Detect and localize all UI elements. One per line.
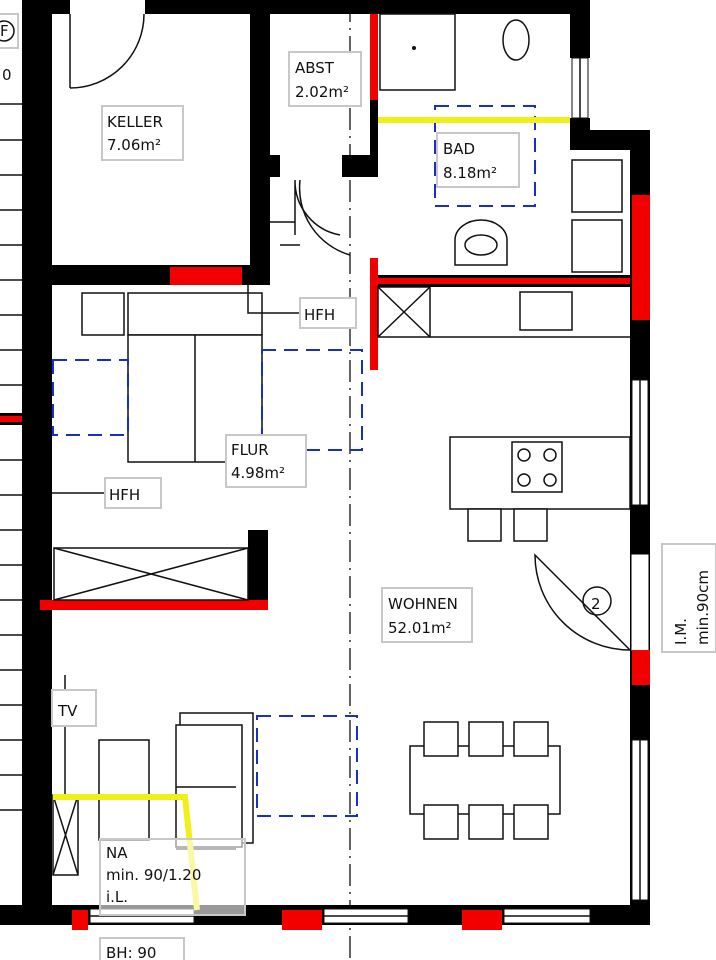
room-label-flur: FLUR 4.98m² bbox=[225, 434, 307, 488]
room-label-keller: KELLER 7.06m² bbox=[101, 105, 184, 161]
svg-text:HFH: HFH bbox=[304, 306, 335, 324]
room-label-abst: ABST 2.02m² bbox=[288, 51, 362, 107]
tv-label: TV bbox=[51, 689, 97, 727]
bh-label: BH: 90 bbox=[99, 937, 185, 960]
svg-text:HFH: HFH bbox=[109, 486, 140, 504]
living-furniture bbox=[52, 675, 561, 876]
svg-text:FLUR: FLUR bbox=[231, 441, 269, 459]
door-number: 2 bbox=[582, 586, 612, 616]
hfh-label-1: HFH bbox=[299, 297, 357, 329]
windows bbox=[72, 57, 650, 930]
svg-text:min. 90/1.20: min. 90/1.20 bbox=[106, 866, 201, 884]
svg-text:min.90cm: min.90cm bbox=[694, 570, 712, 645]
edge-symbol: F bbox=[0, 22, 9, 40]
svg-text:KELLER: KELLER bbox=[107, 113, 163, 131]
doors bbox=[69, 13, 631, 651]
edge-symbol-circle bbox=[0, 20, 15, 42]
room-label-bad: BAD 8.18m² bbox=[436, 132, 520, 188]
svg-text:2: 2 bbox=[591, 595, 601, 613]
svg-text:7.06m²: 7.06m² bbox=[107, 136, 161, 154]
svg-text:i.L.: i.L. bbox=[106, 888, 128, 906]
kitchen bbox=[377, 286, 631, 542]
svg-text:I.M.: I.M. bbox=[672, 618, 690, 645]
svg-text:4.98m²: 4.98m² bbox=[231, 464, 285, 482]
svg-text:8.18m²: 8.18m² bbox=[443, 164, 497, 182]
bathroom-fixtures bbox=[379, 13, 623, 273]
svg-text:52.01m²: 52.01m² bbox=[388, 619, 452, 637]
svg-text:BH: 90: BH: 90 bbox=[106, 944, 156, 960]
room-label-wohnen: WOHNEN 52.01m² bbox=[381, 587, 473, 643]
im-label: I.M. min.90cm bbox=[661, 543, 716, 653]
svg-text:WOHNEN: WOHNEN bbox=[388, 595, 458, 613]
svg-text:ABST: ABST bbox=[295, 59, 335, 77]
walls bbox=[0, 0, 650, 925]
stairs bbox=[0, 103, 22, 811]
edge-number: 0 bbox=[2, 66, 12, 84]
edge-symbol-box bbox=[0, 13, 19, 49]
hfh-label-2: HFH bbox=[104, 477, 162, 509]
svg-text:NA: NA bbox=[106, 844, 128, 862]
svg-text:BAD: BAD bbox=[443, 140, 475, 158]
na-label: NA min. 90/1.20 i.L. bbox=[99, 838, 246, 916]
svg-text:TV: TV bbox=[57, 702, 78, 720]
svg-text:2.02m²: 2.02m² bbox=[295, 83, 349, 101]
